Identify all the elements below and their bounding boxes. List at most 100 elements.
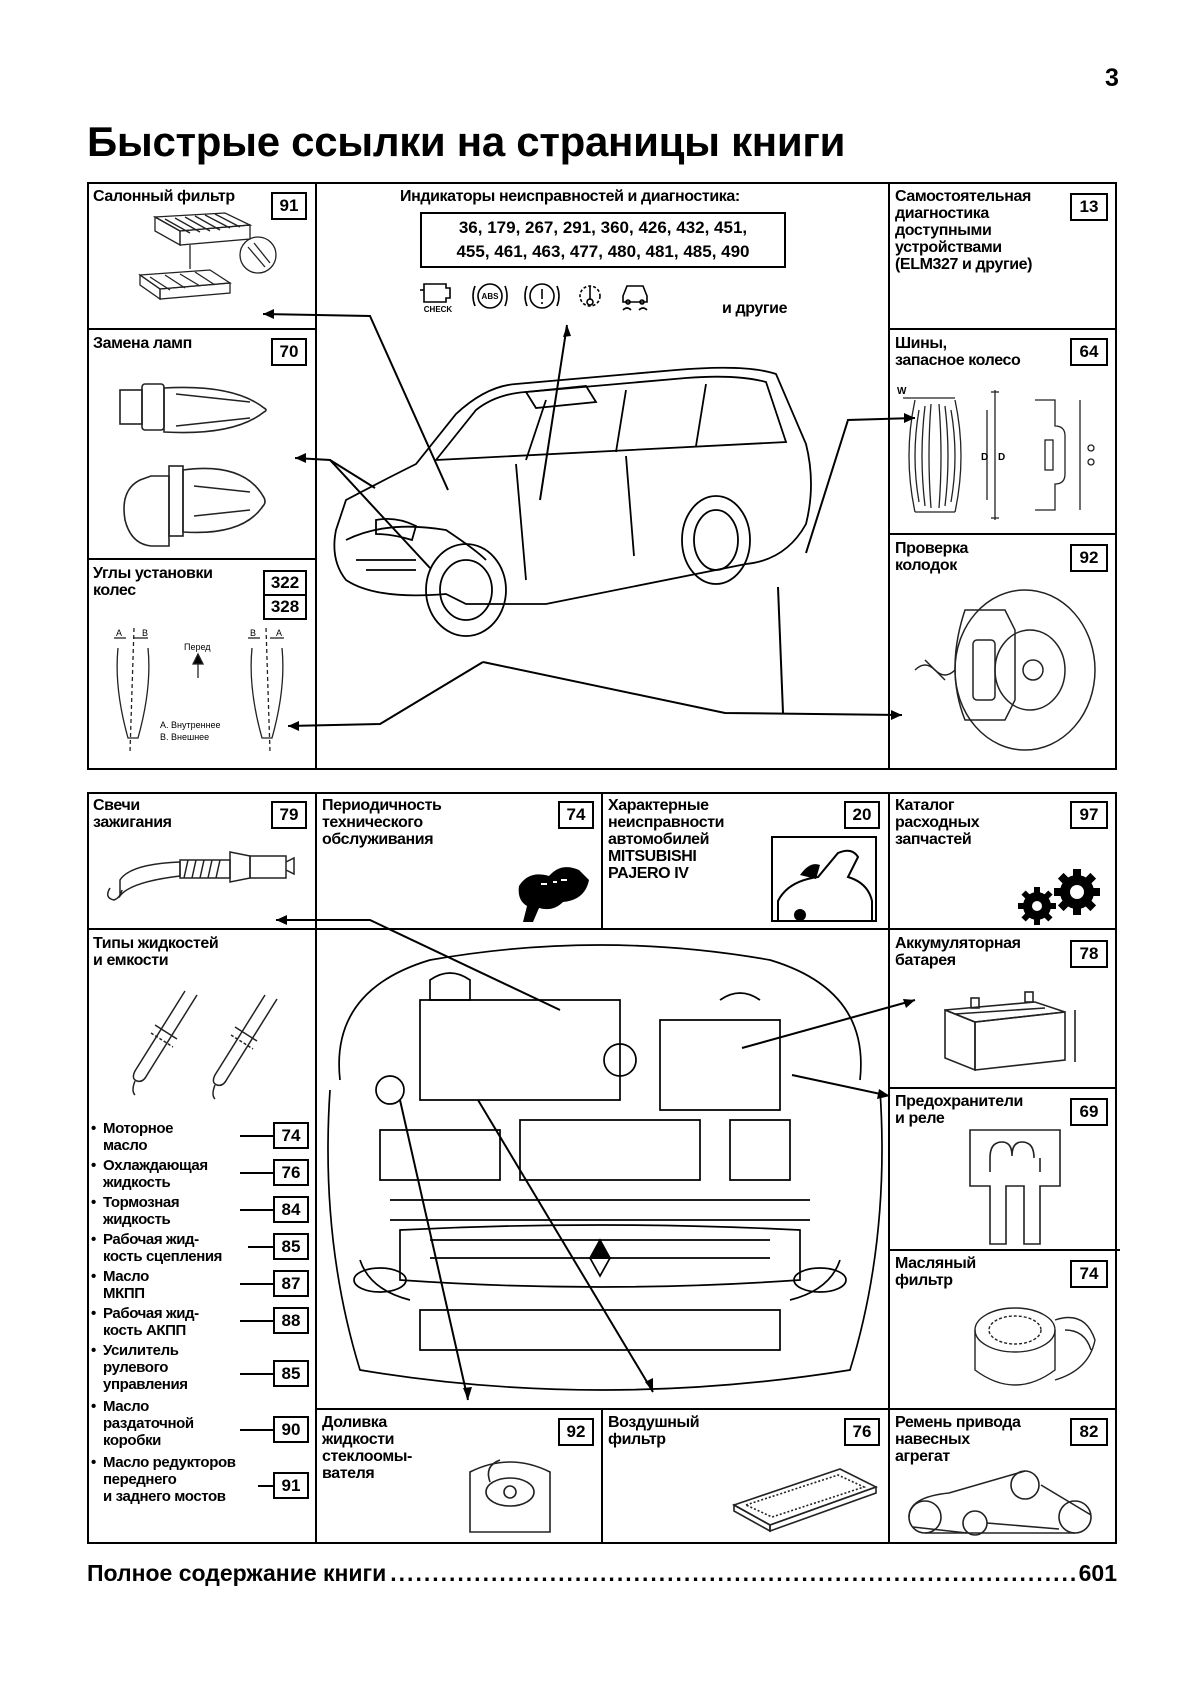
diagnostics-pages-line2: 455, 461, 463, 477, 480, 481, 485, 490 — [456, 242, 750, 261]
diagnostics-label: Индикаторы неисправностей и диагностика: — [400, 188, 740, 205]
engine-bay-illustration — [327, 944, 883, 1391]
tire-dim-d2: D — [981, 452, 988, 463]
self-diag-label: Самостоятельная диагностика доступными у… — [895, 188, 1033, 273]
wrench-check-icon — [518, 867, 589, 922]
tires-page[interactable]: 64 — [1070, 338, 1108, 366]
parts-catalog-page[interactable]: 97 — [1070, 801, 1108, 829]
fuse-illustration — [969, 1129, 1061, 1245]
air-filter-illustration — [732, 1468, 879, 1533]
spark-plug-illustration — [107, 851, 295, 901]
belt-page[interactable]: 82 — [1070, 1418, 1108, 1446]
wheel-alignment-label: Углы установки колес — [93, 565, 213, 599]
fluids-label: Типы жидкостей и емкости — [93, 935, 219, 969]
fluid-page-mt-oil[interactable]: 87 — [273, 1270, 309, 1297]
lamps-page[interactable]: 70 — [271, 338, 307, 366]
fluid-page-engine-oil[interactable]: 74 — [273, 1122, 309, 1149]
footer-page: 601 — [1078, 1560, 1117, 1586]
bottom-leader-lines — [276, 915, 916, 1401]
check-engine-icon: CHECK — [420, 283, 453, 314]
oil-filter-page[interactable]: 74 — [1070, 1260, 1108, 1288]
dipstick-illustration — [132, 990, 278, 1100]
fluid-page-axle-oil[interactable]: 91 — [273, 1472, 309, 1499]
suv-illustration — [333, 366, 812, 637]
brake-pads-page[interactable]: 92 — [1070, 544, 1108, 572]
cabin-filter-page[interactable]: 91 — [271, 192, 307, 220]
abs-text: ABS — [482, 292, 500, 301]
fluid-item-at-fluid: •Рабочая жид-кость АКПП — [91, 1305, 199, 1339]
page-title: Быстрые ссылки на страницы книги — [87, 118, 846, 165]
belt-label: Ремень привода навесных агрегат — [895, 1414, 1021, 1465]
self-diag-page[interactable]: 13 — [1070, 193, 1108, 221]
parts-catalog-label: Каталог расходных запчастей — [895, 797, 980, 848]
tire-dimensions-illustration: W D D — [897, 386, 1095, 520]
brake-caliper-illustration — [914, 589, 1096, 751]
typical-faults-page[interactable]: 20 — [844, 801, 880, 829]
diagnostics-pages-line1: 36, 179, 267, 291, 360, 426, 432, 451, — [458, 218, 748, 237]
cabin-filter-illustration — [138, 212, 277, 301]
typical-faults-label: Характерные неисправности автомобилей MI… — [608, 797, 725, 882]
brake-warning-icon — [524, 283, 560, 309]
tire-dim-w: W — [897, 386, 907, 397]
traction-control-icon — [622, 285, 648, 311]
svg-text:A: A — [276, 628, 282, 638]
alignment-front-label: Перед — [184, 642, 211, 652]
fluid-page-at-fluid[interactable]: 88 — [273, 1307, 309, 1334]
spark-plugs-page[interactable]: 79 — [271, 801, 307, 829]
washer-reservoir-illustration — [469, 1459, 551, 1533]
air-filter-label: Воздушный фильтр — [608, 1414, 700, 1448]
cabin-filter-label: Салонный фильтр — [93, 188, 235, 205]
fluid-page-power-steering[interactable]: 85 — [273, 1360, 309, 1387]
lamps-label: Замена ламп — [93, 335, 192, 352]
temperature-icon — [579, 285, 601, 307]
diagnostics-others: и другие — [722, 300, 788, 317]
maintenance-page[interactable]: 74 — [558, 801, 594, 829]
tires-label: Шины, запасное колесо — [895, 335, 1021, 369]
washer-fluid-label: Доливка жидкости стеклоомы- вателя — [322, 1414, 412, 1482]
footer-label: Полное содержание книги — [87, 1560, 387, 1586]
tire-dim-d1: D — [998, 452, 1005, 463]
maintenance-label: Периодичность технического обслуживания — [322, 797, 442, 848]
drive-belt-illustration — [908, 1470, 1092, 1536]
battery-page[interactable]: 78 — [1070, 940, 1108, 968]
svg-text:A: A — [116, 628, 122, 638]
battery-label: Аккумуляторная батарея — [895, 935, 1021, 969]
fluid-page-brake[interactable]: 84 — [273, 1196, 309, 1223]
fluid-page-coolant[interactable]: 76 — [273, 1159, 309, 1186]
fluid-page-transfer-oil[interactable]: 90 — [273, 1416, 309, 1443]
svg-text:B: B — [250, 628, 256, 638]
page-number: 3 — [1105, 64, 1119, 92]
top-leader-lines — [262, 309, 916, 731]
fluid-page-clutch[interactable]: 85 — [273, 1233, 309, 1260]
diagnostics-pages-box[interactable]: 36, 179, 267, 291, 360, 426, 432, 451, 4… — [420, 212, 786, 268]
fuses-page[interactable]: 69 — [1070, 1098, 1108, 1126]
battery-illustration — [944, 991, 1076, 1072]
check-text: CHECK — [424, 305, 453, 314]
alignment-outer-label: В. Внешнее — [160, 732, 209, 742]
air-filter-page[interactable]: 76 — [844, 1418, 880, 1446]
brake-pads-label: Проверка колодок — [895, 540, 969, 574]
abs-icon: ABS — [472, 283, 508, 309]
footer-dot-leader: ........................................… — [390, 1560, 1074, 1586]
fluid-item-clutch: •Рабочая жид-кость сцепления — [91, 1231, 223, 1265]
fuses-label: Предохранители и реле — [895, 1093, 1023, 1127]
wheel-alignment-diagram: A B B A Перед А. Внутреннее В. Внешнее — [114, 627, 284, 753]
spark-plugs-label: Свечи зажигания — [93, 797, 172, 831]
broken-car-illustration — [771, 836, 877, 922]
footer-toc-link[interactable]: Полное содержание книги ................… — [87, 1560, 1117, 1587]
wheel-alignment-page-2[interactable]: 328 — [263, 594, 307, 620]
gears-icon — [1018, 869, 1100, 925]
headlamp-bulbs-illustration — [119, 383, 267, 547]
washer-fluid-page[interactable]: 92 — [558, 1418, 594, 1446]
oil-filter-label: Масляный фильтр — [895, 1255, 976, 1289]
oil-filter-illustration — [974, 1307, 1096, 1386]
svg-text:B: B — [142, 628, 148, 638]
alignment-inner-label: А. Внутреннее — [160, 720, 221, 730]
top-panel — [87, 182, 1117, 770]
